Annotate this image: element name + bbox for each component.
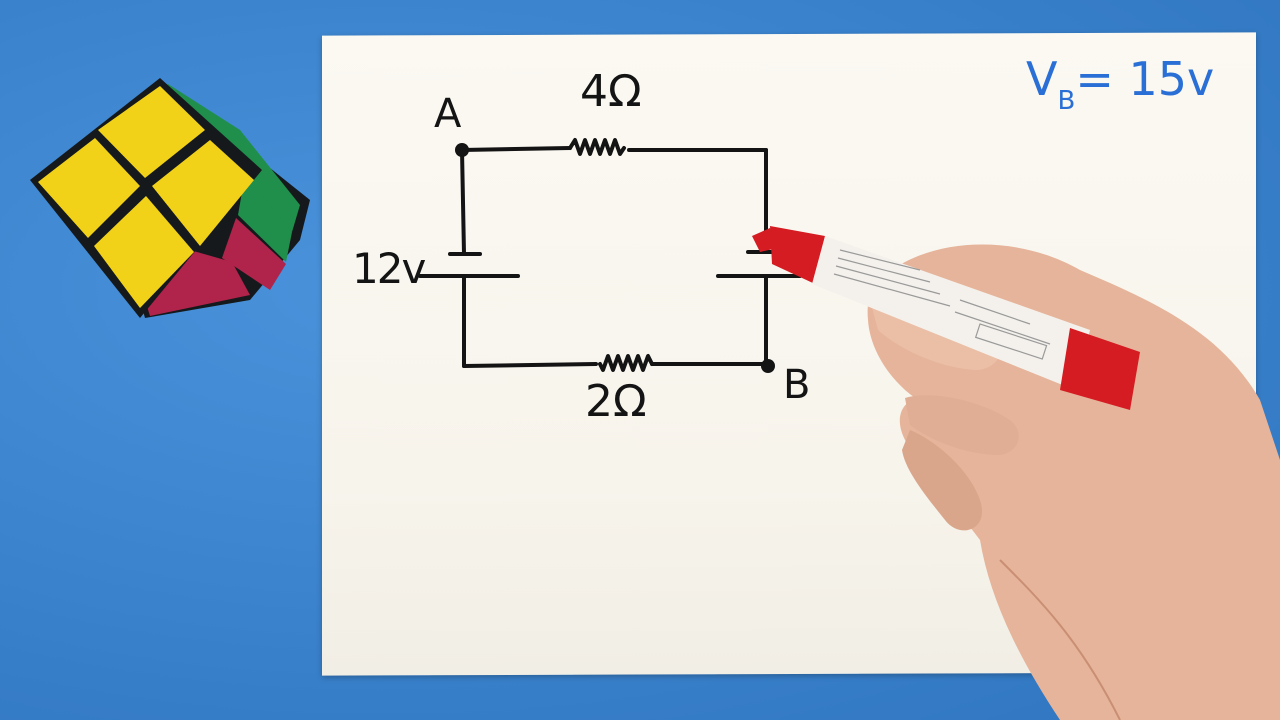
- cube-sticker: [98, 86, 205, 178]
- cube-red-face: [222, 218, 286, 290]
- red-marker: [752, 226, 1140, 410]
- marker-cap: [1060, 328, 1140, 410]
- finger: [905, 395, 1019, 455]
- cube-sticker: [94, 196, 194, 308]
- wire: [460, 148, 466, 256]
- cube-body: [30, 78, 310, 318]
- cube-sticker: [38, 138, 140, 238]
- node-dot-b: [761, 359, 775, 373]
- marker-label-print: [833, 249, 1051, 360]
- wire: [462, 362, 598, 368]
- resistor-top: [568, 138, 626, 156]
- resistor-bottom: [598, 354, 654, 372]
- wire: [460, 146, 572, 152]
- node-dot-a: [455, 143, 469, 157]
- cube-sticker: [152, 140, 254, 246]
- marker-cone: [770, 226, 825, 284]
- finger: [902, 430, 982, 531]
